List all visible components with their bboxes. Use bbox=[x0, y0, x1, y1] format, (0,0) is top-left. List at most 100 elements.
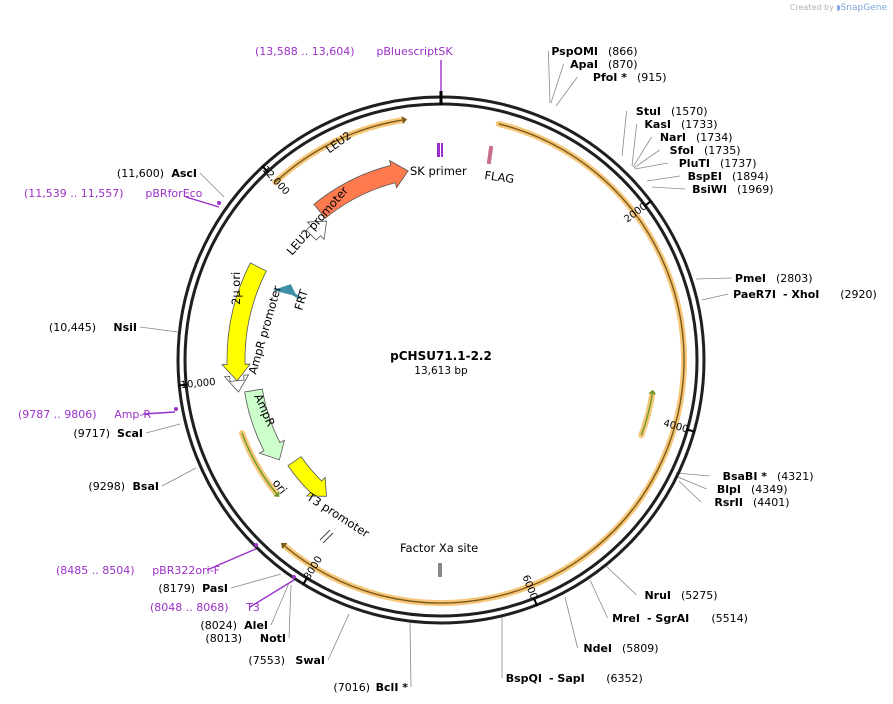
site-position: (2920) bbox=[840, 288, 877, 301]
site-apai[interactable]: ApaI(870) bbox=[570, 58, 638, 71]
site-pasi[interactable]: (8179)PasI bbox=[158, 582, 228, 595]
site-position: (1969) bbox=[737, 183, 774, 196]
site-pspomi[interactable]: PspOMI(866) bbox=[551, 45, 637, 58]
site-bspqi-sapi[interactable]: BspQI- SapI(6352) bbox=[506, 672, 643, 685]
site-name: ApaI bbox=[570, 58, 598, 71]
primer-pbr322ori-f[interactable]: (8485 .. 8504)pBR322ori-F bbox=[56, 564, 220, 577]
feature-label-sk-primer[interactable]: SK primer bbox=[410, 164, 467, 178]
orf-arc-left[interactable] bbox=[239, 430, 280, 497]
sk-primer-mark[interactable] bbox=[437, 143, 440, 157]
site-position: (1733) bbox=[681, 118, 718, 131]
site-bcli[interactable]: (7016)BclI * bbox=[333, 681, 408, 694]
site-ndei[interactable]: NdeI(5809) bbox=[583, 642, 658, 655]
site-name: BspQI bbox=[506, 672, 542, 685]
primer-t3[interactable]: (8048 .. 8068)T3 bbox=[150, 601, 260, 614]
site-nsii[interactable]: (10,445)NsiI bbox=[49, 321, 137, 334]
flag-tag-mark[interactable] bbox=[486, 145, 494, 165]
feature-2-ori[interactable] bbox=[221, 262, 267, 382]
site-pfoi[interactable]: PfoI *(915) bbox=[593, 71, 667, 84]
site-position: (1735) bbox=[704, 144, 741, 157]
site-blpi[interactable]: BlpI (4349) bbox=[717, 483, 788, 496]
site-position: (9298) bbox=[88, 480, 125, 493]
feature-ori[interactable] bbox=[287, 456, 327, 497]
site-alei[interactable]: (8024)AleI bbox=[200, 619, 268, 632]
site-swai[interactable]: (7553)SwaI bbox=[248, 654, 325, 667]
site-position: (4321) bbox=[777, 470, 814, 483]
site-name: BspEI bbox=[688, 170, 722, 183]
primer-name: Amp-R bbox=[114, 408, 151, 421]
feature-ampr-promoter[interactable] bbox=[223, 374, 250, 393]
site-pluti[interactable]: PluTI(1737) bbox=[679, 157, 757, 170]
feature-ampr[interactable] bbox=[244, 388, 285, 461]
site-name: BsiWI bbox=[692, 183, 727, 196]
primer-name: pBR322ori-F bbox=[152, 564, 220, 577]
site-bspei[interactable]: BspEI(1894) bbox=[688, 170, 769, 183]
primer-pbluescriptsk[interactable]: (13,588 .. 13,604) pBluescriptSK bbox=[255, 45, 453, 58]
primer-range: (13,588 .. 13,604) bbox=[255, 45, 355, 58]
site-name: NruI bbox=[644, 589, 671, 602]
feature-label-flag[interactable]: FLAG bbox=[484, 168, 516, 186]
tick-10-000 bbox=[178, 383, 188, 387]
site-name: NotI bbox=[260, 632, 286, 645]
primer-name: pBluescriptSK bbox=[376, 45, 453, 58]
site-stui[interactable]: StuI(1570) bbox=[636, 105, 708, 118]
site-position: (4349) bbox=[751, 483, 788, 496]
frt-mark[interactable] bbox=[272, 284, 301, 300]
site-noti[interactable]: (8013)NotI bbox=[205, 632, 286, 645]
feature-leu2-promoter[interactable] bbox=[305, 220, 328, 241]
site-name: BlpI bbox=[717, 483, 741, 496]
primer-range: (9787 .. 9806) bbox=[18, 408, 97, 421]
site-rsrii[interactable]: RsrII(4401) bbox=[714, 496, 789, 509]
primer-labels: (13,588 .. 13,604) pBluescriptSK (11,539 .… bbox=[18, 45, 453, 614]
tick-2000 bbox=[643, 199, 653, 207]
features bbox=[221, 159, 409, 497]
feature-label-leu2-promoter[interactable]: LEU2 promoter bbox=[284, 183, 351, 258]
site-position: (1737) bbox=[720, 157, 757, 170]
tick-4000 bbox=[686, 428, 696, 433]
site-position: (1570) bbox=[671, 105, 708, 118]
feature-label-factor-xa-site[interactable]: Factor Xa site bbox=[400, 541, 478, 555]
site-name-2: - SgrAI bbox=[647, 612, 689, 625]
site-nrui[interactable]: NruI(5275) bbox=[644, 589, 717, 602]
primer-range: (11,539 .. 11,557) bbox=[24, 187, 124, 200]
site-name-2: - SapI bbox=[549, 672, 585, 685]
factor-xa-site-mark[interactable] bbox=[438, 563, 442, 577]
feature-leu2[interactable] bbox=[313, 159, 409, 219]
site-scai[interactable]: (9717)ScaI bbox=[73, 427, 143, 440]
site-asci[interactable]: (11,600)AscI bbox=[117, 167, 197, 180]
t3-promoter-mark[interactable] bbox=[319, 529, 334, 544]
primer-site-mark bbox=[217, 201, 221, 205]
site-position: (5809) bbox=[622, 642, 659, 655]
orf-arc-main[interactable] bbox=[281, 120, 687, 606]
sk-primer-mark-2[interactable] bbox=[441, 143, 443, 157]
feature-label-frt[interactable]: FRT bbox=[291, 287, 311, 312]
site-name: PspOMI bbox=[551, 45, 598, 58]
site-sfoi[interactable]: SfoI(1735) bbox=[670, 144, 741, 157]
site-name: NsiI bbox=[113, 321, 137, 334]
orf-arc-top[interactable] bbox=[272, 116, 408, 186]
site-bsiwi[interactable]: BsiWI (1969) bbox=[692, 183, 774, 196]
site-nari[interactable]: NarI(1734) bbox=[660, 131, 733, 144]
primer-pbrforeco[interactable]: (11,539 .. 11,557)pBRforEco bbox=[24, 187, 203, 200]
site-bsai[interactable]: (9298) BsaI bbox=[88, 480, 159, 493]
site-pmei[interactable]: PmeI(2803) bbox=[735, 272, 813, 285]
site-mrei-sgrai[interactable]: MreI- SgrAI(5514) bbox=[612, 612, 748, 625]
site-position: (9717) bbox=[73, 427, 110, 440]
primer-site-mark bbox=[254, 543, 258, 547]
primer-amp-r[interactable]: (9787 .. 9806) Amp-R bbox=[18, 408, 151, 421]
site-name: BsaI bbox=[133, 480, 159, 493]
site-position: (8024) bbox=[200, 619, 237, 632]
tick-12-000 bbox=[261, 165, 269, 174]
site-position: (2803) bbox=[776, 272, 813, 285]
plasmid-size: 13,613 bp bbox=[414, 365, 468, 377]
feature-label-t3-promoter[interactable]: T3 promoter bbox=[304, 489, 373, 540]
site-paer7i-xhoi[interactable]: PaeR7I- XhoI(2920) bbox=[733, 288, 877, 301]
site-kasi[interactable]: KasI(1733) bbox=[644, 118, 717, 131]
snapgene-logo-icon: ◗ bbox=[836, 3, 841, 12]
feature-label-2mu-ori[interactable]: 2μ ori bbox=[229, 272, 243, 305]
orf-arc-right[interactable] bbox=[638, 389, 657, 439]
site-name: NarI bbox=[660, 131, 686, 144]
site-name: MreI bbox=[612, 612, 640, 625]
site-bsabi[interactable]: BsaBI *(4321) bbox=[723, 470, 814, 483]
